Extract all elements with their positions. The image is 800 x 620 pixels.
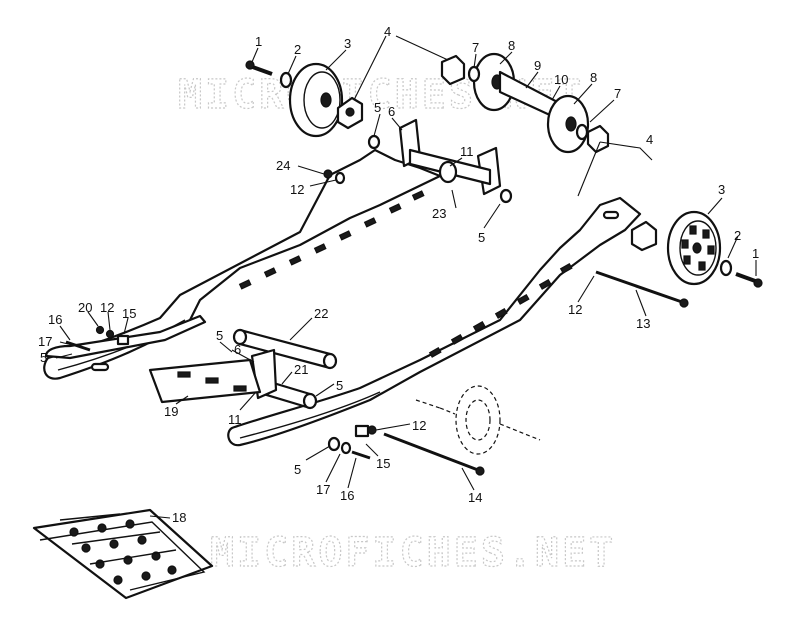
callout-16a: 16: [48, 312, 62, 327]
callout-8b: 8: [590, 70, 597, 85]
callout-5c: 5: [40, 350, 47, 365]
left-rail-slot: [90, 362, 110, 372]
washer-12-upper: [334, 171, 346, 185]
callout-20: 20: [78, 300, 92, 315]
callout-5d: 5: [216, 328, 223, 343]
callout-22: 22: [314, 306, 328, 321]
idler-wheel-upper-left: [288, 62, 344, 138]
washer-upper-left: [279, 71, 293, 89]
callout-labels: 1 2 3 4 7 8 9 10 8 7 4 5 6 11 24 12 23 5…: [38, 24, 759, 525]
leader-lines: [55, 35, 757, 519]
cross-plate-19: [148, 358, 262, 404]
callout-2b: 2: [734, 228, 741, 243]
nut-24: [323, 169, 333, 179]
long-bolt-14: [383, 432, 485, 476]
callout-11b: 11: [228, 412, 242, 427]
callout-15a: 15: [122, 306, 136, 321]
hardware-left: [65, 325, 130, 352]
callout-18: 18: [172, 510, 186, 525]
callout-12c: 12: [100, 300, 114, 315]
callout-17b: 17: [316, 482, 330, 497]
idler-wheel-right: [666, 210, 722, 286]
bolt-right: [735, 272, 763, 288]
bearing-block-right: [586, 124, 610, 154]
callout-19: 19: [164, 404, 178, 419]
drive-sprocket-dashed: [415, 385, 541, 455]
callout-6b: 6: [234, 342, 241, 357]
callout-12d: 12: [412, 418, 426, 433]
right-slide-rail: [227, 196, 642, 447]
callout-16b: 16: [340, 488, 354, 503]
callout-17a: 17: [38, 334, 52, 349]
callout-6a: 6: [388, 104, 395, 119]
callout-14: 14: [468, 490, 482, 505]
watermark-bottom: MICROFICHES.NET: [210, 530, 616, 576]
callout-11a: 11: [460, 144, 474, 159]
right-rail-slot: [602, 210, 620, 220]
callout-5f: 5: [294, 462, 301, 477]
callout-5a: 5: [374, 100, 381, 115]
callout-7: 7: [472, 40, 479, 55]
cross-tube-22: [232, 328, 338, 370]
callout-4: 4: [384, 24, 391, 39]
callout-21: 21: [294, 362, 308, 377]
callout-12a: 12: [290, 182, 304, 197]
callout-8: 8: [508, 38, 515, 53]
bearing-block-left: [336, 96, 364, 130]
bolt-upper-left: [245, 60, 273, 76]
callout-24: 24: [276, 158, 290, 173]
callout-3b: 3: [718, 182, 725, 197]
callout-2: 2: [294, 42, 301, 57]
callout-1b: 1: [752, 246, 759, 261]
callout-15b: 15: [376, 456, 390, 471]
callout-12b: 12: [568, 302, 582, 317]
callout-23: 23: [432, 206, 446, 221]
callout-3: 3: [344, 36, 351, 51]
callout-9: 9: [534, 58, 541, 73]
callout-5b: 5: [478, 230, 485, 245]
bearing-block-lower-right: [630, 220, 658, 252]
callout-5e: 5: [336, 378, 343, 393]
hardware-lower-center: [327, 424, 377, 460]
front-axle-assembly: [467, 52, 590, 154]
callout-13: 13: [636, 316, 650, 331]
callout-1: 1: [255, 34, 262, 49]
center-bracket: [367, 118, 513, 204]
washer-right: [719, 259, 733, 277]
bearing-block-top: [440, 54, 466, 86]
callout-10: 10: [554, 72, 568, 87]
hyfax-plate-18: [32, 508, 214, 600]
long-bolt-13: [595, 270, 689, 308]
callout-4b: 4: [646, 132, 653, 147]
callout-7b: 7: [614, 86, 621, 101]
